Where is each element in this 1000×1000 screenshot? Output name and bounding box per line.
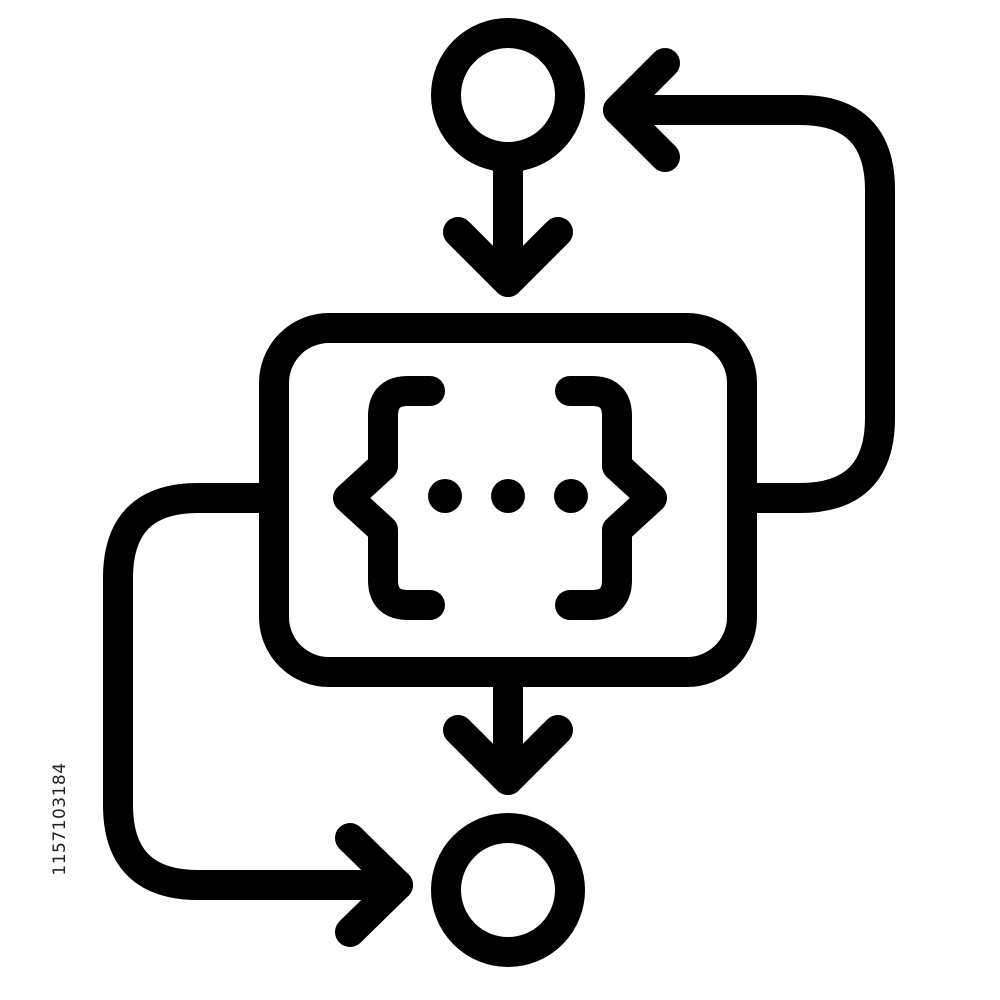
right-loop-arrow-icon [603, 48, 895, 513]
bottom-node-circle-icon [431, 813, 585, 967]
ellipsis-dot [554, 479, 588, 513]
ellipsis-dot [491, 479, 525, 513]
ellipsis-icon [428, 479, 588, 513]
right-brace-icon [555, 376, 667, 620]
bottom-down-arrow-icon [443, 657, 573, 795]
left-loop-arrow-icon [103, 483, 413, 947]
top-down-arrow-icon [443, 145, 573, 297]
top-node-circle-icon [431, 18, 585, 172]
watermark-id-text: 1157103184 [50, 762, 70, 876]
ellipsis-dot [428, 479, 462, 513]
left-brace-icon [333, 376, 445, 620]
